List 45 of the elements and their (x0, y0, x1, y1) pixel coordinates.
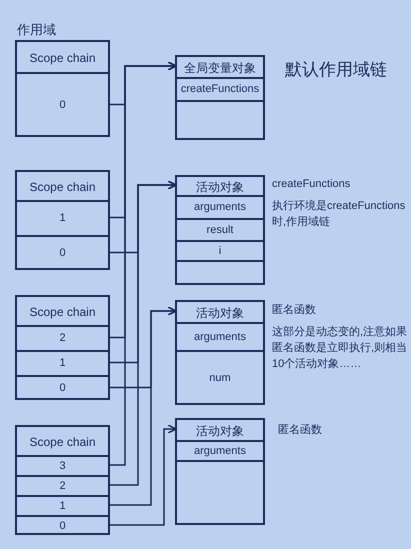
note-text: 匿名函数 (272, 303, 317, 318)
pointer-arrow (110, 424, 177, 526)
scope-chain-table (15, 295, 110, 400)
row-label: 0 (59, 100, 66, 111)
pointer-arrow (110, 61, 177, 466)
header-label: Scope chain (29, 306, 96, 318)
row-label: 1 (59, 213, 66, 224)
note-text: 默认作用域链 (285, 59, 388, 81)
scope-chain-table (15, 170, 110, 270)
row-label: i (218, 246, 222, 256)
activation-object-table (175, 418, 265, 525)
header-label: 活动对象 (196, 425, 244, 437)
row-label: 0 (59, 520, 66, 532)
row-label: 0 (59, 383, 66, 394)
header-label: Scope chain (29, 52, 96, 64)
pointer-arrow (110, 306, 177, 506)
row-label: 1 (59, 500, 66, 512)
row-label: arguments (194, 332, 246, 342)
row-label: 1 (59, 358, 66, 369)
header-label: 全局变量对象 (184, 62, 256, 74)
property-row (177, 240, 263, 262)
row-label: num (209, 373, 231, 384)
scope-chain-table (15, 425, 110, 535)
header-label: Scope chain (29, 181, 96, 193)
row-label: 3 (59, 460, 66, 472)
activation-object-table (175, 175, 265, 285)
property-row (177, 440, 263, 462)
header-label: 活动对象 (196, 181, 244, 193)
scope-title: 作用域 (17, 21, 56, 39)
row-label: arguments (194, 202, 246, 213)
row-label: result (206, 224, 234, 236)
note-text: createFunctions (272, 177, 352, 192)
row-label: 2 (59, 480, 66, 492)
note-text: 这部分是动态变的,注意如果匿名函数是立即执行,则相当10个活动对象…… (272, 324, 408, 372)
header-label: 活动对象 (196, 307, 244, 319)
activation-object-table (175, 300, 265, 405)
header-label: Scope chain (29, 436, 96, 448)
row-label: 2 (59, 333, 66, 344)
row-label: arguments (194, 446, 246, 456)
pointer-arrow (110, 180, 177, 486)
row-label: createFunctions (180, 84, 260, 95)
variable-object-table (175, 55, 265, 140)
row-label: 0 (59, 248, 66, 259)
note-text: 匿名函数 (278, 423, 323, 438)
note-text: 执行环境是createFunctions时,作用域链 (272, 198, 406, 230)
